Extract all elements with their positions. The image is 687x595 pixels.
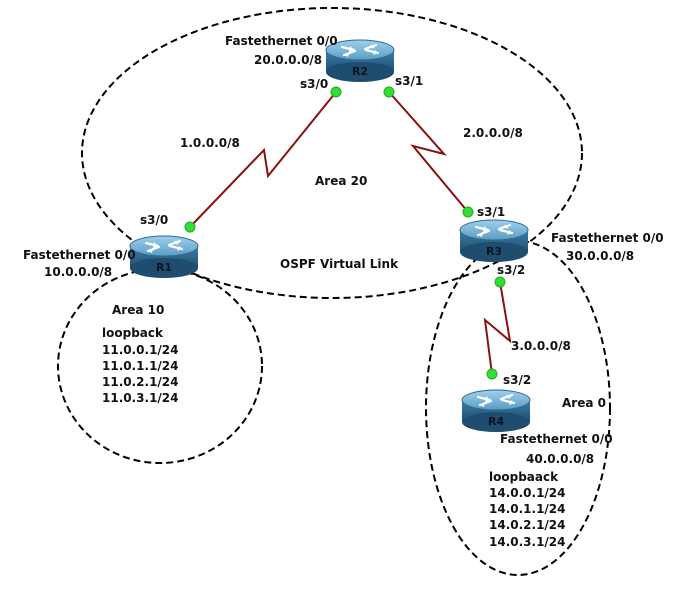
port-r4-s3-2 [486,368,498,380]
r3-s3-2-label: s3/2 [497,263,525,277]
link-r3-r4-network: 3.0.0.0/8 [511,339,571,353]
router-r2-label: R2 [352,65,368,78]
r2-s3-0-label: s3/0 [300,77,328,91]
port-r2-s3-1 [383,86,395,98]
router-r1-label: R1 [156,261,172,274]
area-20-boundary [81,7,583,299]
r2-s3-1-label: s3/1 [395,74,423,88]
port-r3-s3-2 [494,276,506,288]
r3-s3-1-label: s3/1 [477,205,505,219]
area-10-label: Area 10 [112,303,164,317]
r1-loopback-address: 11.0.3.1/24 [102,391,179,405]
r1-loopback-address: 11.0.0.1/24 [102,343,179,357]
r1-s3-0-label: s3/0 [140,213,168,227]
link-r2-r3 [388,91,469,213]
r1-loopback-address: 11.0.1.1/24 [102,359,179,373]
r4-loopback-address: 14.0.1.1/24 [489,502,566,516]
r1-loopback-address: 11.0.2.1/24 [102,375,179,389]
virtual-link-label: OSPF Virtual Link [280,257,399,271]
router-r1[interactable]: R1 [128,234,200,280]
r1-loopback-title: loopback [102,326,164,340]
r3-fa-network: 30.0.0.0/8 [566,249,634,263]
link-r1-r2 [189,91,337,228]
r3-fa-label: Fastethernet 0/0 [551,231,664,245]
r4-loopback-title: loopbaack [489,470,559,484]
r4-loopback-address: 14.0.3.1/24 [489,535,566,549]
port-r2-s3-0 [330,86,342,98]
router-r4[interactable]: R4 [460,388,532,434]
link-r2-r3-network: 2.0.0.0/8 [463,126,523,140]
r4-loopback-address: 14.0.2.1/24 [489,518,566,532]
r2-fa-label: Fastethernet 0/0 [225,34,338,48]
router-r4-label: R4 [488,415,504,428]
router-r3-label: R3 [486,245,502,258]
r1-fa-label: Fastethernet 0/0 [23,248,136,262]
area-0-label: Area 0 [562,396,606,410]
r4-fa-label: Fastethernet 0/0 [500,432,613,446]
r1-fa-network: 10.0.0.0/8 [44,265,112,279]
port-r1-s3-0 [184,221,196,233]
r4-loopback-address: 14.0.0.1/24 [489,486,566,500]
area-20-label: Area 20 [315,174,367,188]
link-r1-r2-network: 1.0.0.0/8 [180,136,240,150]
router-r3[interactable]: R3 [458,218,530,264]
r2-fa-network: 20.0.0.0/8 [254,53,322,67]
r4-s3-2-label: s3/2 [503,373,531,387]
router-r2[interactable]: R2 [324,38,396,84]
link-r3-r4 [483,281,512,375]
r4-fa-network: 40.0.0.0/8 [526,452,594,466]
port-r3-s3-1 [462,206,474,218]
